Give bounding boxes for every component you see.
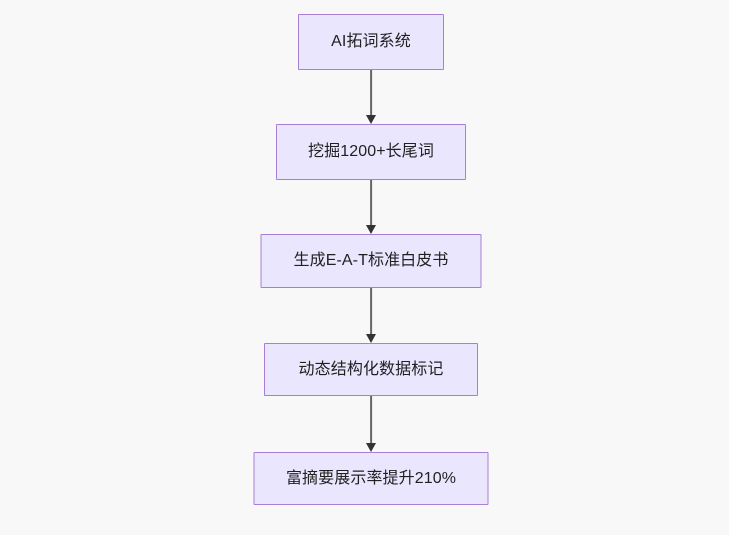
flow-node-label: 挖掘1200+长尾词 (308, 143, 434, 161)
flow-node-n1[interactable]: AI拓词系统 (298, 14, 444, 70)
flow-node-n4[interactable]: 动态结构化数据标记 (264, 343, 478, 396)
flow-edge-n4-to-n5 (364, 396, 378, 452)
arrowhead-down-icon (366, 225, 376, 234)
flow-edge-n1-to-n2 (364, 70, 378, 124)
flow-node-label: 生成E-A-T标准白皮书 (293, 252, 449, 270)
flow-node-label: 动态结构化数据标记 (298, 360, 444, 378)
flow-node-n3[interactable]: 生成E-A-T标准白皮书 (260, 234, 482, 288)
edge-line (370, 288, 372, 335)
flow-edge-n2-to-n3 (364, 180, 378, 234)
flow-node-n2[interactable]: 挖掘1200+长尾词 (276, 124, 466, 180)
flow-node-label: AI拓词系统 (331, 33, 411, 51)
arrowhead-down-icon (366, 115, 376, 124)
flow-node-label: 富摘要展示率提升210% (285, 469, 457, 487)
arrowhead-down-icon (366, 334, 376, 343)
flow-node-n5[interactable]: 富摘要展示率提升210% (253, 452, 489, 505)
arrowhead-down-icon (366, 443, 376, 452)
edge-line (370, 396, 372, 444)
edge-line (370, 70, 372, 116)
flow-edge-n3-to-n4 (364, 288, 378, 343)
edge-line (370, 180, 372, 226)
